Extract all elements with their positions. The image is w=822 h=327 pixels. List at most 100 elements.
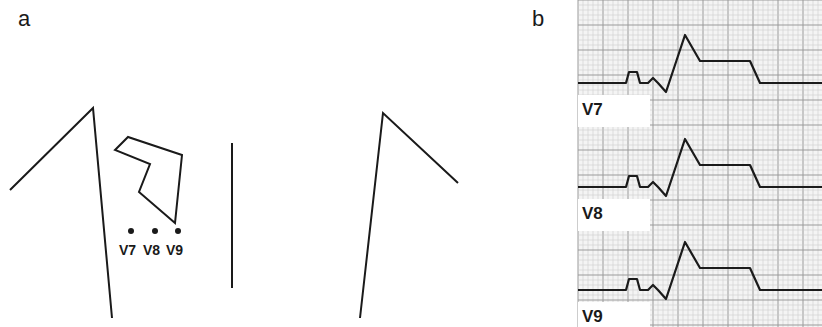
grid-line [663,0,664,327]
grid-line [808,0,809,327]
grid-line [578,40,822,41]
grid-line [768,0,769,327]
ecg-strips [578,0,822,327]
lead-name: V9 [582,308,603,325]
grid-line [578,130,822,131]
grid-line [578,255,822,256]
grid-line [578,30,822,31]
electrode-dot [128,228,134,234]
grid-line [773,0,774,327]
grid-line [578,175,822,176]
grid-line [738,0,739,327]
grid-line [798,0,799,327]
grid-line [638,0,639,327]
panel-letter: a [18,8,30,30]
grid-line [578,35,822,36]
lead-position-label: V9 [166,243,183,257]
ecg-trace [578,139,822,196]
electrode-dots [128,228,181,234]
grid-line [578,160,822,161]
grid-line [743,0,744,327]
ecg-trace [578,35,822,92]
grid-line [728,0,729,327]
grid-line [813,0,814,327]
grid-line [598,0,599,327]
grid-line [758,0,759,327]
grid-line [578,25,822,26]
grid-line [643,0,644,327]
grid-line [578,190,822,191]
ecg-grid [578,0,822,325]
grid-line [578,85,822,86]
grid-line [578,180,822,181]
grid-line [788,0,789,327]
grid-line [578,45,822,46]
grid-line [763,0,764,327]
grid-line [578,0,579,327]
grid-line [733,0,734,327]
grid-line [578,5,822,6]
grid-line [578,260,822,261]
ecg-trace [578,242,822,299]
lead-position-label: V7 [119,243,136,257]
grid-line [783,0,784,327]
grid-line [578,170,822,171]
grid-line [578,15,822,16]
grid-line [578,250,822,251]
grid-line [723,0,724,327]
grid-line [803,0,804,327]
lead-position-label: V8 [143,243,160,257]
grid-line [578,295,822,296]
grid-line [578,75,822,76]
back-schematic [10,108,458,318]
grid-line [718,0,719,327]
grid-line [578,280,822,281]
electrode-dot [152,228,158,234]
grid-line [578,245,822,246]
grid-line [578,70,822,71]
lead-name: V7 [582,101,603,118]
electrode-dot [175,228,181,234]
grid-line [658,0,659,327]
grid-line [703,0,704,327]
lead-label-patch [578,302,650,327]
grid-line [668,0,669,327]
grid-line [578,235,822,236]
grid-line [578,150,822,151]
scapula-outline [115,137,182,223]
lead-label-patch [578,199,650,231]
grid-line [578,300,822,301]
grid-line [578,145,822,146]
grid-line [653,0,654,327]
grid-line [578,20,822,21]
grid-line [578,155,822,156]
grid-line [713,0,714,327]
grid-line [648,0,649,327]
lead-label-patch [578,95,650,127]
grid-line [818,0,819,327]
grid-line [578,140,822,141]
grid-line [778,0,779,327]
grid-line [583,0,584,327]
grid-line [578,135,822,136]
lead-name: V8 [582,205,603,222]
grid-line [623,0,624,327]
right-shoulder-line [360,113,458,318]
grid-line [578,275,822,276]
grid-line [578,185,822,186]
grid-line [603,0,604,327]
spine-line [231,143,233,288]
grid-line [578,55,822,56]
grid-line [588,0,589,327]
grid-line [628,0,629,327]
grid-line [578,50,822,51]
grid-line [578,285,822,286]
grid-line [708,0,709,327]
grid-line [613,0,614,327]
grid-line [578,270,822,271]
grid-line [578,80,822,81]
grid-line [578,0,822,1]
grid-line [683,0,684,327]
panel-letter: b [532,8,544,30]
